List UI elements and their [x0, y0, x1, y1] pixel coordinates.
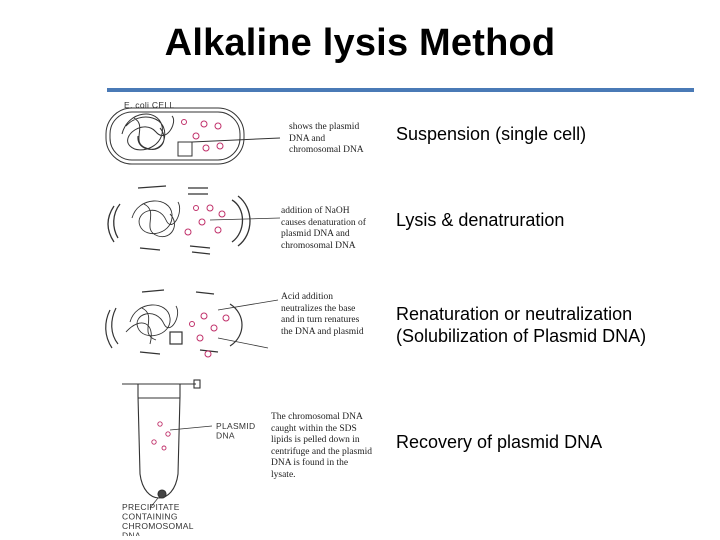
ecoli-cell-caption: E. coli CELL — [124, 100, 174, 110]
lysed-cell-drawing — [107, 185, 281, 255]
step-label: Recovery of plasmid DNA — [396, 432, 603, 452]
step-note: Acid addition neutralizes the base and i… — [281, 292, 364, 337]
step-label: Suspension (single cell) — [396, 124, 587, 144]
neutralized-cell-drawing — [105, 289, 279, 358]
step-note: The chromosomal DNA caught within the SD… — [271, 412, 373, 480]
step-label: Renaturation or neutralization (Solubili… — [396, 304, 647, 346]
centrifuge-tube-drawing — [122, 379, 213, 509]
ecoli-cell-drawing — [105, 107, 281, 165]
alkaline-lysis-illustration: E. coli CELL — [105, 100, 281, 536]
step-note: shows the plasmid DNA and chromosomal DN… — [289, 122, 364, 155]
step-label: Lysis & denatruration — [396, 210, 565, 230]
slide-title: Alkaline lysis Method — [164, 22, 556, 64]
step-note: addition of NaOH causes denaturation of … — [281, 206, 366, 251]
title-underline — [107, 88, 694, 92]
